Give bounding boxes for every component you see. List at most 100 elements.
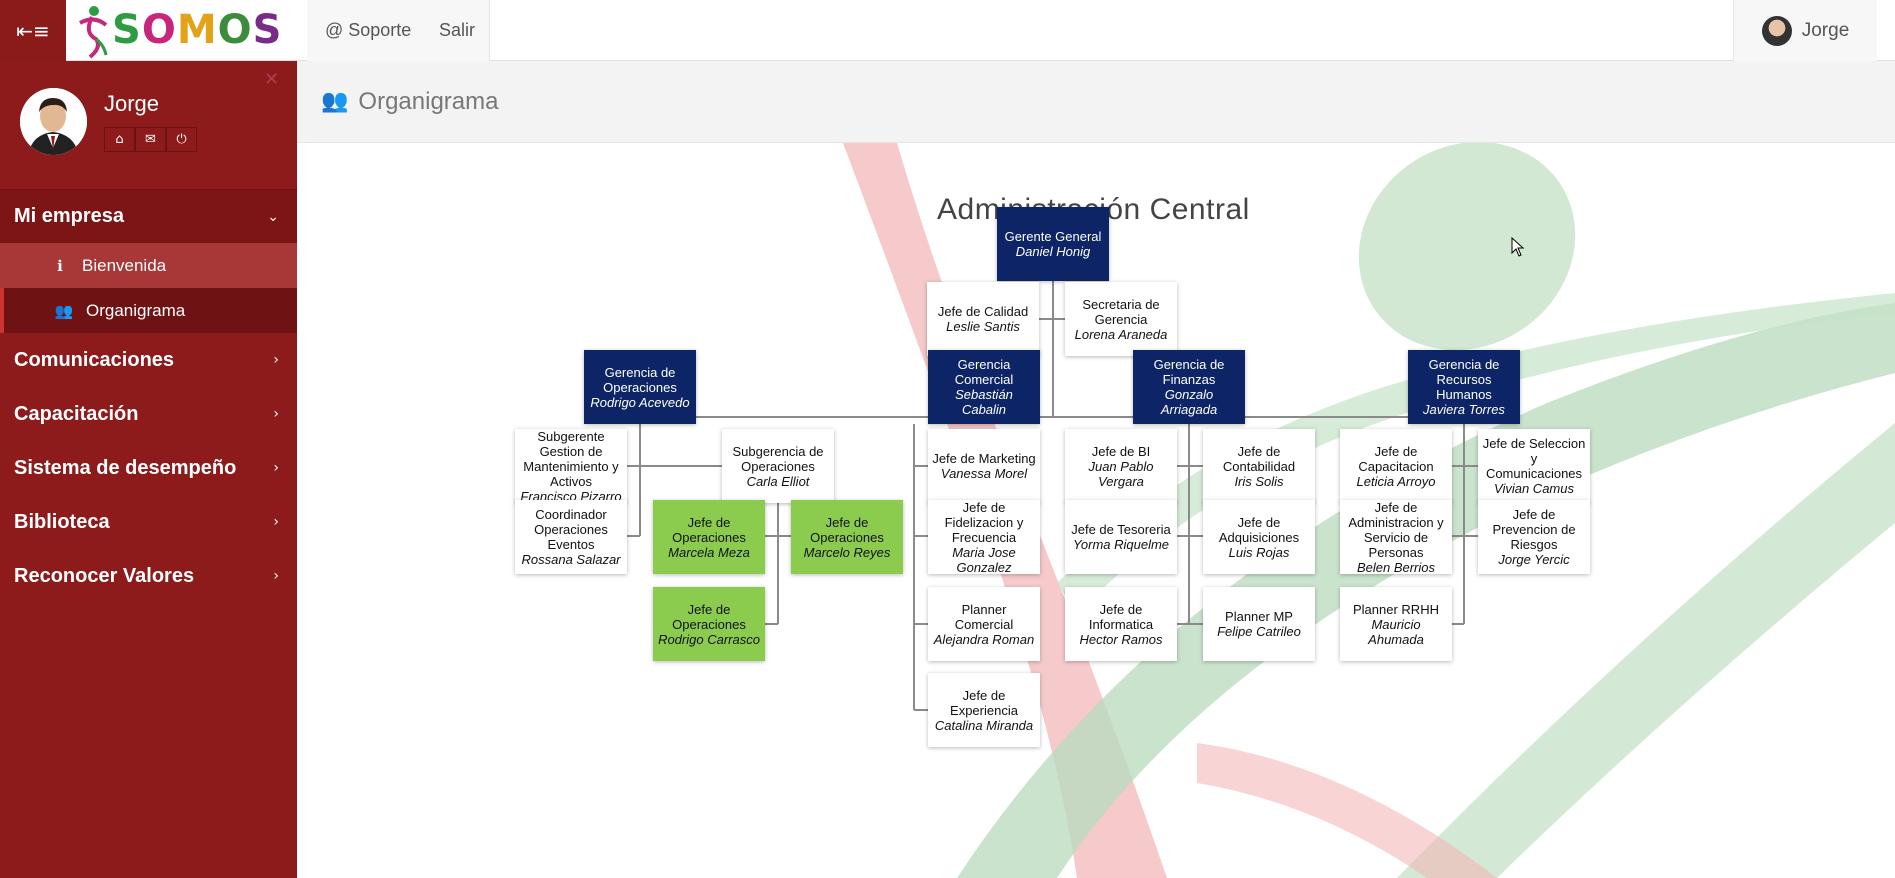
org-node-role: Gerencia de Finanzas (1153, 357, 1225, 387)
sidebar-group-label: Mi empresa (14, 205, 125, 227)
chevron-down-icon: ⌄ (267, 208, 279, 225)
org-node-role: Gerencia Comercial (954, 357, 1014, 387)
org-node-role: Planner RRHH (1353, 601, 1439, 617)
power-icon[interactable]: ⏻ (166, 127, 197, 152)
sidebar-group-1[interactable]: Comunicaciones› (0, 333, 297, 387)
sidebar-group-2[interactable]: Capacitación › (0, 387, 297, 441)
menu-back-icon: ⇤≡ (16, 18, 50, 43)
org-node-role: Jefe de Fidelizacion y Frecuencia (944, 499, 1024, 545)
org-node-role: Coordinador Operaciones Eventos (534, 507, 608, 552)
user-name: Jorge (1801, 19, 1850, 41)
chevron-right-icon: › (273, 514, 279, 530)
org-node-role: Jefe de Capacitacion (1358, 443, 1434, 474)
sidebar-item-label: Organigrama (86, 300, 186, 320)
brand-logo[interactable]: SOMOS (76, 0, 282, 61)
org-node-role: Jefe de Tesoreria (1071, 522, 1171, 537)
sidebar-group-4[interactable]: Biblioteca› (0, 495, 297, 549)
home-icon[interactable]: ⌂ (104, 127, 135, 152)
profile-avatar[interactable] (20, 88, 87, 155)
sidebar-group-0[interactable]: Mi empresa ⌄ (0, 189, 297, 243)
org-node-person: Iris Solis (1234, 473, 1284, 489)
info-icon: ℹ (57, 256, 63, 275)
sidebar-item-1[interactable]: 👥Organigrama (0, 288, 297, 333)
org-node-person: Leslie Santis (946, 319, 1020, 334)
org-node-role: Jefe de Seleccion y Comunicaciones (1482, 436, 1586, 481)
org-node-person: Belen Berrios (1356, 559, 1436, 575)
org-node-person: Daniel Honig (1015, 244, 1091, 259)
org-node-person: Marcelo Reyes (803, 544, 891, 560)
org-node-person: Javiera Torres (1423, 402, 1505, 417)
org-node-role: Jefe de Marketing (932, 451, 1036, 466)
user-menu[interactable]: Jorge (1733, 0, 1877, 61)
org-node-role: Subgerencia de Operaciones (732, 443, 824, 474)
org-node-role: Jefe de Operaciones (810, 514, 884, 545)
org-node-person: Rossana Salazar (521, 552, 621, 567)
org-node-person: Hector Ramos (1079, 631, 1163, 647)
users-icon: 👥 (321, 89, 349, 114)
org-node-person: Yorma Riquelme (1072, 537, 1170, 552)
menu-toggle-button[interactable]: ⇤≡ (0, 0, 66, 61)
org-node-role: Jefe de Operaciones (672, 601, 746, 632)
chevron-right-icon: › (273, 352, 279, 368)
close-icon[interactable]: ✕ (264, 69, 280, 90)
sidebar-group-3[interactable]: Sistema de desempeño› (0, 441, 297, 495)
org-node-sgm[interactable]: Subgerente Gestion de Mantenimiento y Ac… (515, 428, 627, 504)
org-node-person: Luis Rojas (1228, 544, 1290, 560)
sidebar-group-label: Reconocer Valores (14, 564, 195, 587)
profile-name: Jorge (104, 91, 160, 116)
org-node-role: Jefe de Adquisiciones (1218, 514, 1300, 545)
org-node-person: Maria Jose Gonzalez (952, 544, 1016, 575)
org-node-role: Planner Comercial (954, 601, 1014, 632)
sidebar-group-label: Sistema de desempeño (14, 456, 237, 479)
org-node-role: Subgerente Gestion de Mantenimiento y Ac… (523, 428, 619, 489)
org-chart-area: Administración Central Gerente GeneralDa… (297, 143, 1895, 878)
org-node-person: Felipe Catrileo (1217, 624, 1301, 639)
profile-actions: ⌂ ✉ ⏻ (104, 127, 197, 152)
support-link[interactable]: @ Soporte (307, 0, 431, 61)
top-bar: ⇤≡ SOMOS @ Soporte Salir Jorge (0, 0, 1895, 61)
sidebar-profile: Jorge ✕ ⌂ ✉ ⏻ (0, 61, 297, 189)
chevron-right-icon: › (273, 406, 279, 422)
mail-icon[interactable]: ✉ (135, 127, 166, 152)
sidebar-group-label: Capacitación (14, 402, 139, 425)
logo-figure-icon (79, 5, 108, 59)
sidebar-group-5[interactable]: Reconocer Valores› (0, 549, 297, 603)
org-node-jasp[interactable]: Jefe de Administracion y Servicio de Per… (1340, 500, 1452, 575)
org-node-role: Gerencia de Operaciones (603, 364, 677, 395)
org-node-role: Jefe de Prevencion de Riesgos (1492, 507, 1576, 552)
org-node-person: Jorge Yercic (1498, 552, 1570, 567)
org-node-person: Catalina Miranda (934, 717, 1034, 733)
org-node-person: Rodrigo Carrasco (658, 631, 760, 647)
org-node-role: Jefe de Informatica (1088, 601, 1154, 632)
exit-link[interactable]: Salir (421, 0, 490, 61)
